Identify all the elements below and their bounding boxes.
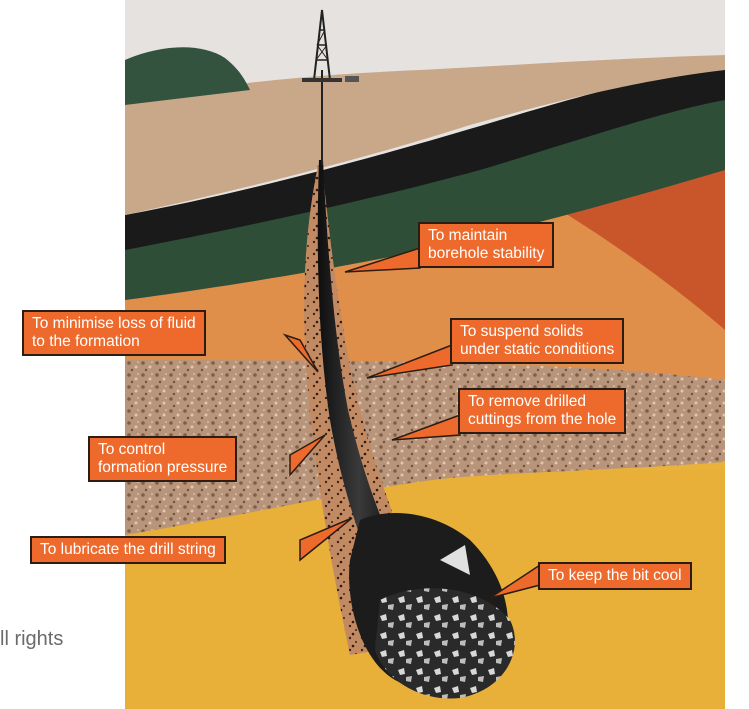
caption-fragment: ll rights bbox=[0, 628, 63, 651]
callout-remove-cuttings: To remove drilled cuttings from the hole bbox=[458, 388, 626, 434]
callout-line: To remove drilled bbox=[468, 393, 616, 411]
callout-minimise-fluid-loss: To minimise loss of fluid to the formati… bbox=[22, 310, 206, 356]
callout-line: To maintain bbox=[428, 227, 544, 245]
callout-line: cuttings from the hole bbox=[468, 411, 616, 429]
callout-line: borehole stability bbox=[428, 245, 544, 263]
callout-lubricate-string: To lubricate the drill string bbox=[30, 536, 226, 564]
callout-borehole-stability: To maintain borehole stability bbox=[418, 222, 554, 268]
callout-line: under static conditions bbox=[460, 341, 614, 359]
callout-control-pressure: To control formation pressure bbox=[88, 436, 237, 482]
callout-line: To suspend solids bbox=[460, 323, 614, 341]
callout-line: to the formation bbox=[32, 333, 196, 351]
callout-keep-bit-cool: To keep the bit cool bbox=[538, 562, 692, 590]
callout-line: formation pressure bbox=[98, 459, 227, 477]
callout-line: To keep the bit cool bbox=[548, 567, 682, 585]
callout-line: To control bbox=[98, 441, 227, 459]
callout-line: To minimise loss of fluid bbox=[32, 315, 196, 333]
callout-suspend-solids: To suspend solids under static condition… bbox=[450, 318, 624, 364]
callout-line: To lubricate the drill string bbox=[40, 541, 216, 559]
